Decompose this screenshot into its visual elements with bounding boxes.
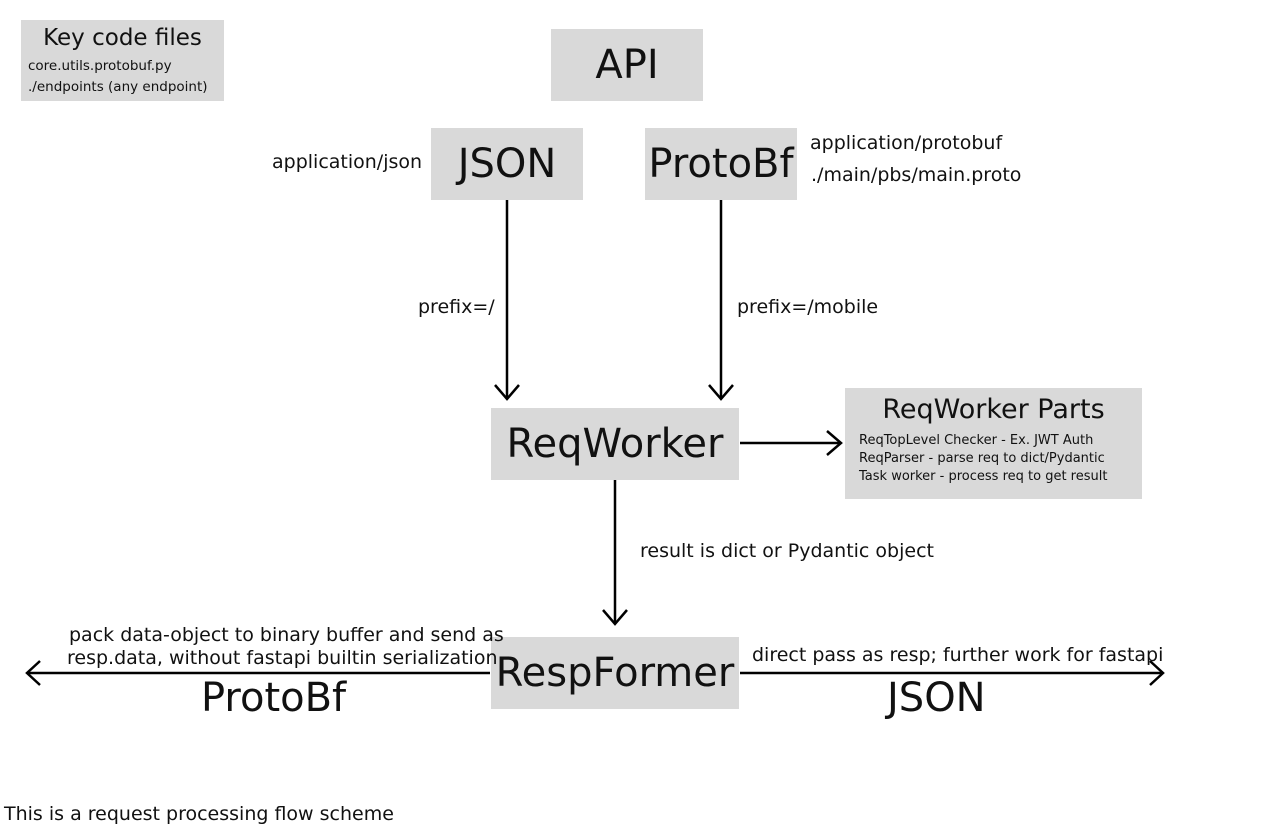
key-files-box: Key code files core.utils.protobuf.py ./… <box>21 20 224 101</box>
reqworker-parts-title: ReqWorker Parts <box>882 394 1105 425</box>
json-label: JSON <box>457 141 557 187</box>
protobuf-output-desc-2: resp.data, without fastapi builtin seria… <box>67 647 498 669</box>
arrowhead-reqworker-to-respformer <box>602 609 628 626</box>
respformer-label: RespFormer <box>495 650 735 696</box>
protobuf-label: ProtoBf <box>648 141 794 187</box>
mobile-prefix-label: prefix=/mobile <box>737 296 879 318</box>
arrowhead-reqworker-to-parts <box>826 430 843 456</box>
arrowhead-respformer-to-json <box>1149 660 1165 686</box>
api-label: API <box>595 42 659 88</box>
reqworker-label: ReqWorker <box>506 421 724 467</box>
respformer-node: RespFormer <box>491 637 739 709</box>
json-node: JSON <box>431 128 583 200</box>
json-content-type: application/json <box>272 151 423 173</box>
protobuf-proto-path: ./main/pbs/main.proto <box>811 164 1022 186</box>
protobuf-output-desc-1: pack data-object to binary buffer and se… <box>69 624 504 646</box>
api-node: API <box>551 29 703 101</box>
reqworker-part-2: ReqParser - parse req to dict/Pydantic <box>859 451 1105 466</box>
arrowhead-protobuf-to-reqworker <box>708 384 734 401</box>
key-files-line-1: core.utils.protobuf.py <box>28 58 172 74</box>
key-files-title: Key code files <box>43 25 202 51</box>
diagram-caption: This is a request processing flow scheme <box>4 803 394 825</box>
arrowhead-respformer-to-protobuf <box>25 660 41 686</box>
json-output-label: JSON <box>887 675 986 721</box>
arrowhead-json-to-reqworker <box>494 384 520 401</box>
protobuf-output-label: ProtoBf <box>201 675 347 721</box>
reqworker-parts-box: ReqWorker Parts ReqTopLevel Checker - Ex… <box>845 388 1142 499</box>
result-label: result is dict or Pydantic object <box>640 540 934 562</box>
protobuf-node: ProtoBf <box>645 128 797 200</box>
reqworker-part-1: ReqTopLevel Checker - Ex. JWT Auth <box>859 433 1094 448</box>
reqworker-part-3: Task worker - process req to get result <box>859 469 1108 484</box>
reqworker-node: ReqWorker <box>491 408 739 480</box>
json-output-desc: direct pass as resp; further work for fa… <box>752 644 1164 666</box>
protobuf-content-type: application/protobuf <box>810 132 1003 154</box>
json-prefix-label: prefix=/ <box>418 296 495 318</box>
key-files-line-2: ./endpoints (any endpoint) <box>28 79 208 95</box>
